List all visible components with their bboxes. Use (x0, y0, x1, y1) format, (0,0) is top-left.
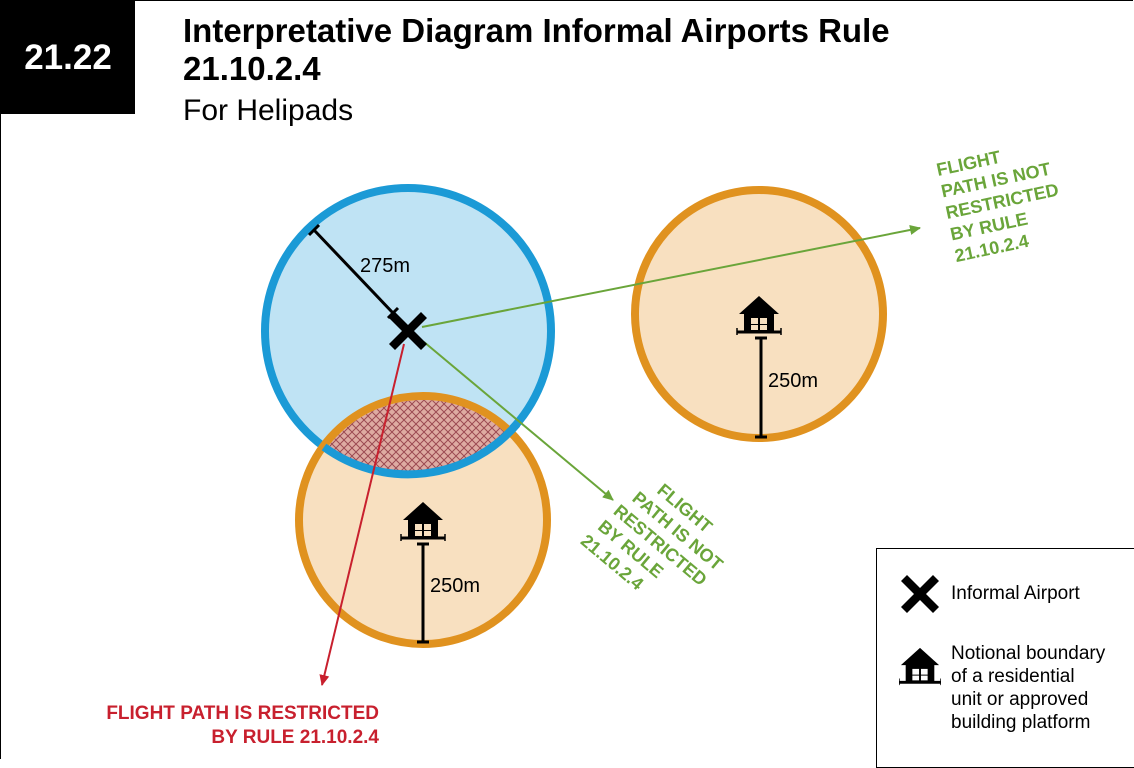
legend-house-line-2: of a residential (951, 666, 1075, 687)
flight-path-arrow-restricted (319, 343, 405, 686)
house-radius-label-bottom: 250m (430, 575, 480, 597)
legend-house-line-1: Notional boundary (951, 643, 1106, 664)
page-subtitle: For Helipads (183, 94, 354, 127)
restricted-label-line-2: BY RULE 21.10.2.4 (211, 727, 379, 748)
airport-zone-edge (321, 421, 521, 479)
house-icon-right (736, 296, 782, 335)
restricted-label-line-1: FLIGHT PATH IS RESTRICTED (106, 703, 379, 724)
title-line-2: 21.10.2.4 (183, 50, 321, 87)
house-icon-bottom (400, 502, 446, 541)
restricted-label: FLIGHT PATH IS RESTRICTED BY RULE 21.10.… (106, 703, 379, 748)
figure-number: 21.22 (24, 37, 112, 77)
legend-item-house: Notional boundary of a residential unit … (899, 642, 1105, 734)
airport-radius-line (312, 228, 395, 315)
house-icon (899, 647, 941, 686)
flight-path-arrow-middle (423, 341, 614, 501)
airport-radius-tick-start (307, 223, 321, 237)
figure-number-badge: 21.22 (1, 1, 135, 114)
legend-house-label: Notional boundary of a residential unit … (951, 642, 1105, 734)
not-restricted-label-middle: FLIGHT PATH IS NOT RESTRICTED BY RULE 21… (577, 480, 727, 594)
legend-item-airport: Informal Airport (899, 573, 1080, 615)
x-mark-icon (901, 575, 939, 613)
house-radius-label-right: 250m (768, 370, 818, 392)
airport-x-icon (389, 312, 427, 350)
legend-airport-label: Informal Airport (951, 583, 1080, 604)
airport-radius-tick-end (386, 306, 400, 320)
page-title: Interpretative Diagram Informal Airports… (183, 12, 1083, 88)
legend: Informal Airport Notional boundary of a … (876, 548, 1134, 768)
legend-house-line-4: building platform (951, 712, 1091, 733)
flight-path-arrow-right (421, 225, 921, 328)
airport-radius-label: 275m (360, 255, 410, 277)
legend-house-line-3: unit or approved (951, 689, 1089, 710)
not-restricted-label-right: FLIGHT PATH IS NOT RESTRICTED BY RULE 21… (935, 147, 1061, 266)
title-line-1: Interpretative Diagram Informal Airports… (183, 12, 890, 49)
